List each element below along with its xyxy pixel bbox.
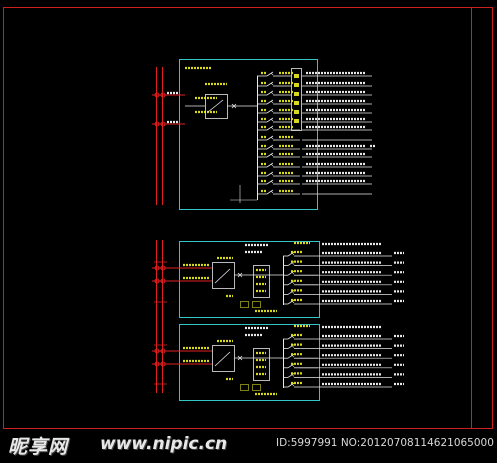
outgoing-breaker [262, 135, 278, 141]
feeder-node [160, 265, 166, 271]
outgoing-breaker [262, 162, 278, 168]
meter-box-sub [253, 265, 270, 298]
feeder-node [160, 92, 166, 98]
outgoing-breaker [283, 382, 299, 388]
feeder-node [154, 92, 160, 98]
meter-indicator [294, 110, 299, 114]
indicator-lamp [240, 384, 249, 391]
distribution-panel-sub-2 [152, 324, 404, 401]
outgoing-breaker [262, 99, 278, 105]
panel-enclosure-sub [179, 324, 320, 401]
feeder-node [154, 265, 160, 271]
indicator-lamp [252, 384, 261, 391]
feeder-node [154, 121, 160, 127]
watermark-id: ID:5997991 NO:20120708114621065000 [276, 437, 494, 449]
distribution-panel-main [152, 59, 376, 210]
indicator-lamp [240, 301, 249, 308]
feeder-node [160, 121, 166, 127]
feeder-node [154, 278, 160, 284]
panel-enclosure-main [179, 59, 318, 210]
incoming-busbars-sub [156, 240, 163, 393]
watermark-url: www.nipic.cn [100, 434, 228, 454]
feeder-node [160, 348, 166, 354]
outgoing-breaker [262, 189, 278, 195]
outgoing-breaker [262, 117, 278, 123]
feeder-node [154, 361, 160, 367]
panel-enclosure-sub [179, 241, 320, 318]
transfer-switch-box [205, 94, 228, 119]
distribution-panel-sub-1 [152, 241, 404, 318]
feeder-node [160, 361, 166, 367]
transfer-switch-box [212, 345, 235, 372]
meter-indicator [294, 101, 299, 105]
outgoing-breaker [262, 90, 278, 96]
indicator-lamp [252, 301, 261, 308]
outgoing-breaker [262, 171, 278, 177]
meter-indicator [294, 83, 299, 87]
transfer-switch-box [212, 262, 235, 289]
outgoing-breaker [262, 71, 278, 77]
meter-box-main [291, 68, 302, 131]
feeder-node [160, 278, 166, 284]
outgoing-breaker [262, 179, 278, 185]
outgoing-breaker [262, 125, 278, 131]
meter-indicator [294, 74, 299, 78]
watermark-logo: 昵享网 [8, 436, 69, 458]
meter-indicator [294, 92, 299, 96]
drawing-frame [3, 7, 493, 429]
meter-indicator [294, 119, 299, 123]
incoming-busbars-main [156, 67, 163, 205]
feeder-node [154, 348, 160, 354]
outgoing-breaker [262, 144, 278, 150]
outgoing-breaker [262, 108, 278, 114]
outgoing-breaker [262, 81, 278, 87]
outgoing-breaker [262, 152, 278, 158]
meter-box-sub [253, 348, 270, 381]
